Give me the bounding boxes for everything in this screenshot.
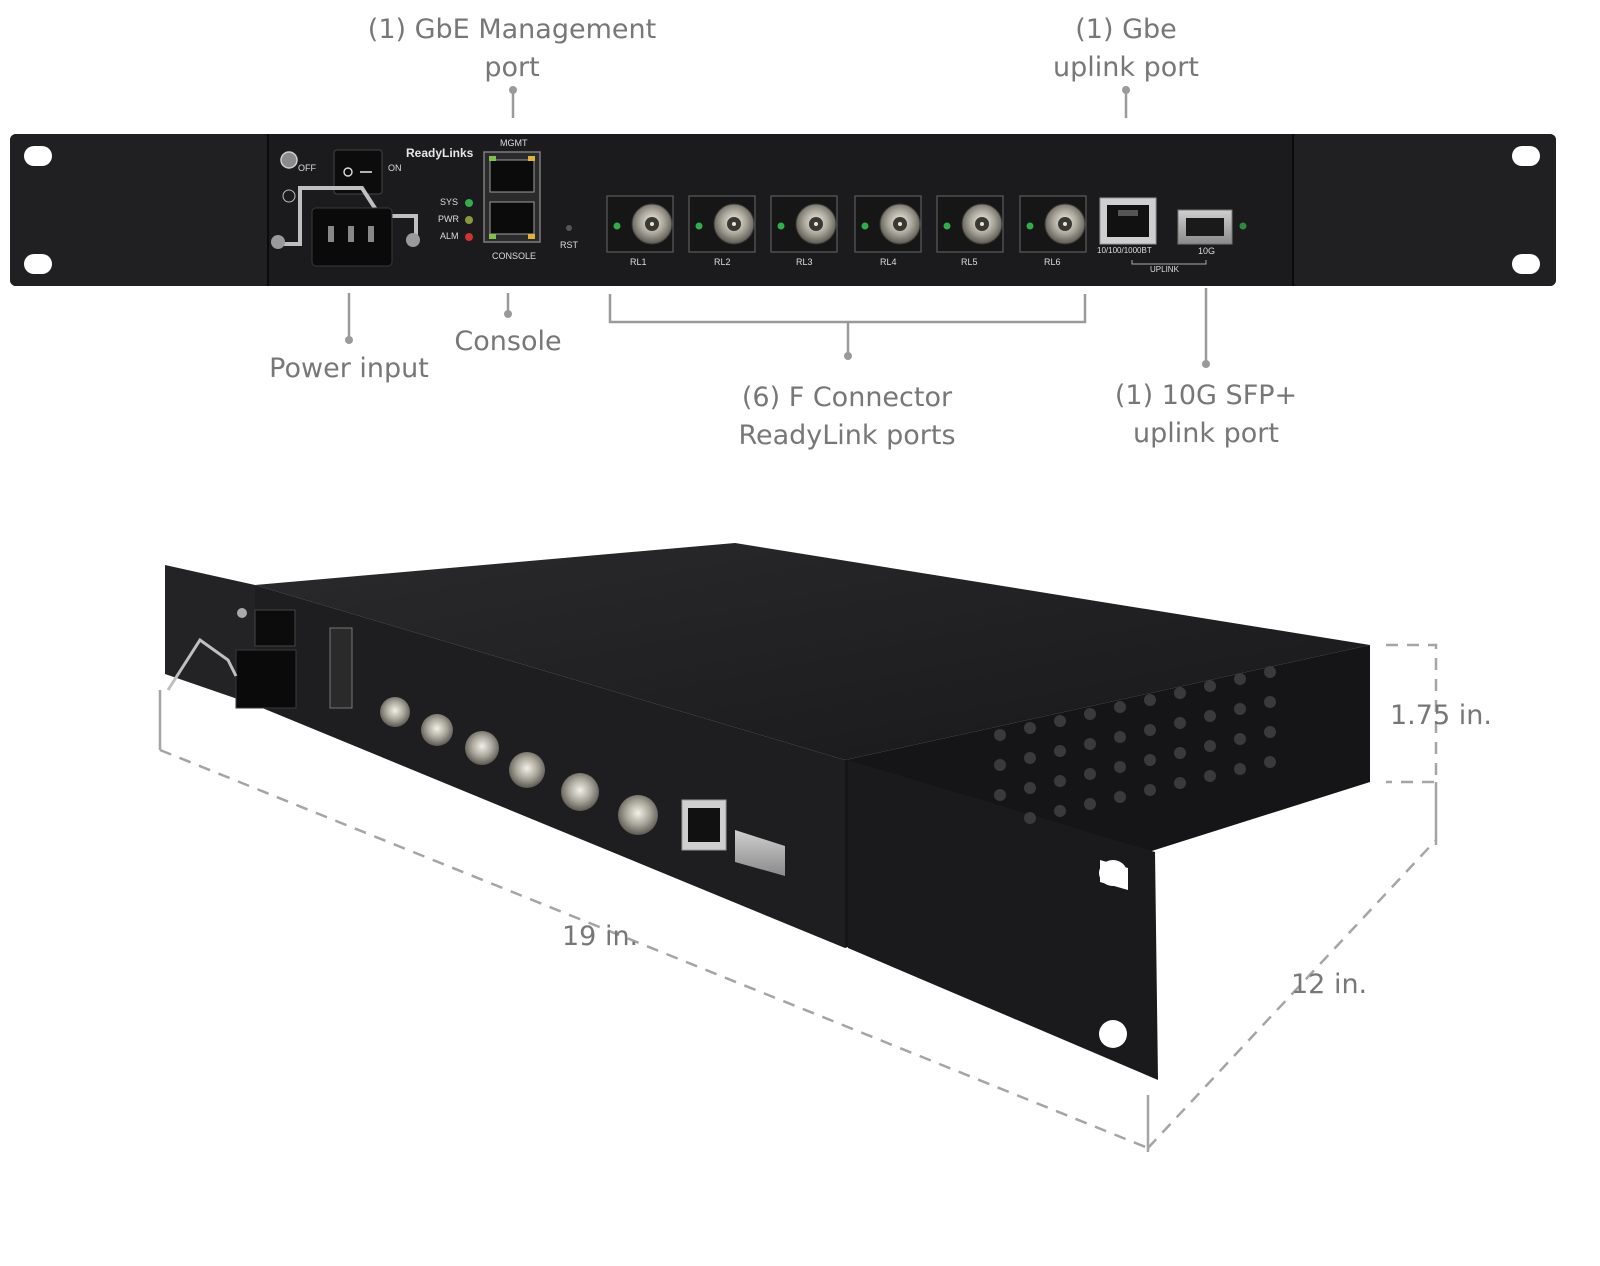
rl-port[interactable] [1019, 195, 1087, 253]
perspective-ports [166, 608, 785, 876]
rl-port[interactable] [854, 195, 922, 253]
console-callout: Console [454, 326, 562, 357]
rl-port[interactable] [936, 195, 1004, 253]
power-switch[interactable] [333, 149, 383, 195]
screw-icon [271, 235, 285, 249]
power-cord-retainer [275, 186, 418, 246]
rl-port[interactable] [688, 195, 756, 253]
chassis-top [255, 543, 1370, 760]
front-panel [10, 134, 1556, 286]
off-label: OFF [298, 163, 316, 173]
mount-hole [24, 146, 52, 166]
sfp-uplink-port[interactable] [1177, 209, 1233, 245]
rst-label: RST [560, 240, 578, 250]
rl6-label: RL6 [1044, 257, 1061, 267]
sfp-uplink-callout: (1) 10G SFP+ uplink port [1114, 380, 1298, 449]
vent-grid [994, 666, 1276, 824]
mgmt-console-ports [483, 151, 541, 243]
mgmt-label: MGMT [500, 138, 528, 148]
ground-screw-icon [280, 151, 298, 169]
screw-icon [406, 233, 420, 247]
sys-led-label: SYS [440, 197, 459, 207]
mount-hole [24, 254, 52, 274]
console-label: CONSOLE [492, 251, 537, 261]
mount-hole [1512, 146, 1540, 166]
sfp-led [1239, 222, 1247, 230]
rl-port[interactable] [606, 195, 674, 253]
rl1-label: RL1 [630, 257, 647, 267]
rl-port[interactable] [770, 195, 838, 253]
perspective-right-ear [848, 760, 1158, 1080]
width-dimension-line [159, 748, 1149, 1150]
height-dimension-line [1386, 643, 1438, 784]
f-connector-ports [606, 195, 1087, 253]
rl2-label: RL2 [714, 257, 731, 267]
power-input [271, 149, 420, 267]
ground-symbol-icon [282, 189, 296, 203]
rl4-label: RL4 [880, 257, 897, 267]
rl3-label: RL3 [796, 257, 813, 267]
dimension-ticks [158, 690, 1438, 1152]
depth-dimension-label: 12 in. [1291, 969, 1368, 1000]
sys-led [465, 199, 473, 207]
brand-logo-text: ReadyLinks [406, 146, 474, 160]
chassis-front [255, 585, 845, 948]
dimension-lines [159, 643, 1438, 1150]
f-connector-callout: (6) F Connector ReadyLink ports [738, 382, 956, 451]
gbe-uplink-port[interactable] [1099, 197, 1157, 245]
alm-led-label: ALM [440, 231, 459, 241]
mgmt-port[interactable] [489, 159, 535, 193]
pwr-led-label: PWR [438, 214, 459, 224]
sfp-label: 10G [1198, 246, 1216, 256]
mount-hole [1099, 860, 1127, 886]
left-rack-ear [10, 134, 268, 286]
mgmt-port-callout: (1) GbE Management port [367, 14, 657, 83]
width-dimension-label: 19 in. [562, 921, 639, 952]
leader-lines [345, 86, 1210, 368]
depth-dimension-line [1147, 839, 1437, 1149]
console-port[interactable] [489, 201, 535, 235]
rl5-label: RL5 [961, 257, 978, 267]
right-rack-ear [1293, 134, 1556, 286]
perspective-view [165, 543, 1370, 1080]
on-label: ON [388, 163, 402, 173]
uplink-label: UPLINK [1150, 265, 1179, 274]
power-input-callout: Power input [269, 353, 429, 384]
pwr-led [465, 216, 473, 224]
mount-hole [1099, 1020, 1127, 1048]
rj45-label: 10/100/1000BT [1097, 246, 1152, 255]
mount-hole [1512, 254, 1540, 274]
height-dimension-label: 1.75 in. [1390, 700, 1492, 731]
gbe-uplink-callout: (1) Gbe uplink port [1053, 14, 1199, 83]
alm-led [465, 233, 473, 241]
reset-button[interactable] [566, 225, 572, 231]
